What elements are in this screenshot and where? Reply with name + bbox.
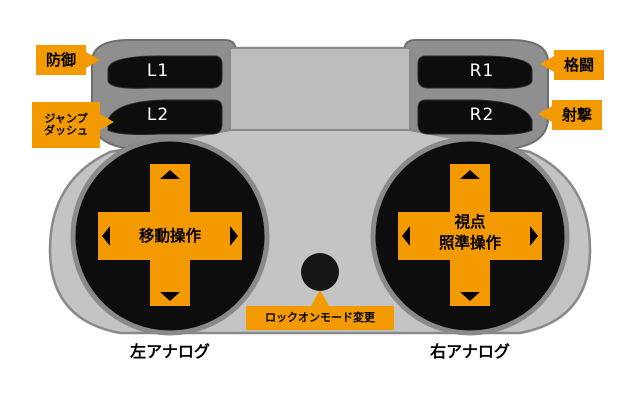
- jump-dash-tag: ジャンプ ダッシュ: [32, 102, 100, 148]
- left-analog-caption: 左アナログ: [130, 342, 210, 361]
- move-label: 移動操作: [138, 227, 201, 245]
- grapple-tag: 格闘: [554, 50, 604, 80]
- view-aim-label: 視点 照準操作: [412, 212, 528, 254]
- l2-label: L2: [146, 105, 170, 125]
- view-label-line1: 視点: [454, 213, 486, 231]
- right-down-arrow-icon: [460, 292, 480, 301]
- shoot-pointer: [538, 106, 552, 122]
- left-up-arrow-icon: [160, 170, 180, 179]
- lock-on-label: ロックオンモード変更: [265, 310, 375, 324]
- jump-label: ジャンプ: [44, 111, 88, 125]
- right-cross[interactable]: [398, 164, 542, 306]
- jump-dash-pointer: [100, 114, 114, 130]
- l2-bumper[interactable]: [107, 99, 223, 135]
- left-left-arrow-icon: [102, 226, 110, 246]
- grapple-label: 格闘: [563, 55, 594, 74]
- right-right-arrow-icon: [530, 226, 538, 246]
- center-panel: [229, 47, 411, 131]
- defend-label: 防御: [45, 50, 76, 69]
- r1-bumper[interactable]: [417, 55, 533, 89]
- left-cross[interactable]: [98, 164, 242, 306]
- shoot-tag: 射撃: [552, 100, 602, 130]
- r2-label: R2: [469, 105, 495, 125]
- defend-tag: 防御: [36, 45, 86, 75]
- l1-bumper[interactable]: [107, 55, 223, 89]
- dash-label: ダッシュ: [44, 124, 88, 137]
- lock-on-tag: ロックオンモード変更: [246, 306, 394, 330]
- right-analog-caption: 右アナログ: [430, 342, 510, 361]
- lock-on-stick[interactable]: [301, 253, 339, 291]
- left-right-arrow-icon: [230, 226, 238, 246]
- lock-on-pointer: [311, 290, 329, 306]
- right-left-arrow-icon: [402, 226, 410, 246]
- defend-pointer: [86, 52, 100, 68]
- shoot-label: 射撃: [561, 105, 592, 124]
- right-up-arrow-icon: [460, 170, 480, 179]
- left-down-arrow-icon: [160, 292, 180, 301]
- grapple-pointer: [540, 56, 554, 72]
- r1-label: R1: [469, 61, 495, 81]
- r2-bumper[interactable]: [417, 99, 533, 135]
- view-label-line2: 照準操作: [438, 233, 501, 252]
- l1-label: L1: [146, 61, 170, 81]
